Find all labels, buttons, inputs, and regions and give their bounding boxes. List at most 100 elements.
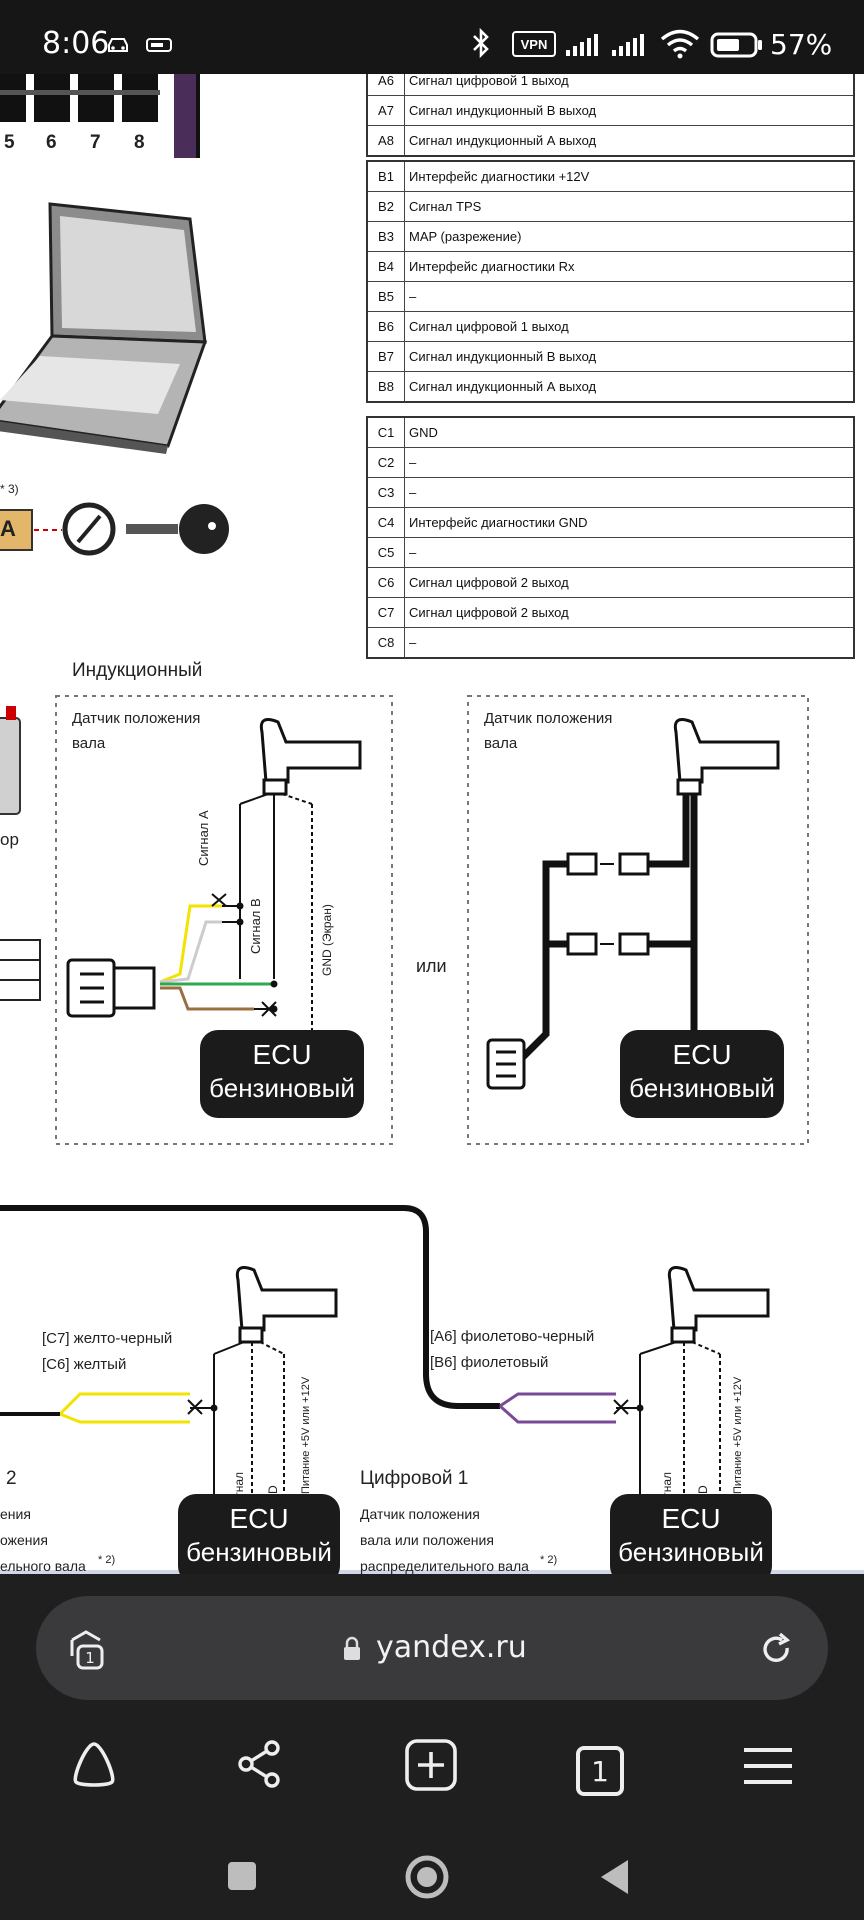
inductive-sensor-box [55,695,393,1145]
pin-desc: Сигнал цифровой 1 выход [404,74,855,96]
ecu-label: ECU [661,1503,721,1534]
ecu-sublabel: бензиновый [618,1537,764,1567]
pin-id: B2 [366,191,405,222]
menu-icon[interactable] [742,1744,794,1788]
car-icon [108,38,128,52]
new-tab-icon[interactable] [404,1738,458,1792]
ecu-sublabel: бензиновый [209,1073,355,1103]
table-row: C8– [366,627,855,659]
device-label-cut: ор [0,830,19,849]
recent-apps-button[interactable] [226,1860,258,1892]
sensor-label: Датчик положения вала [484,710,613,752]
battery-saver-icon [146,38,172,52]
battery-percent: 57% [770,28,833,61]
pin-desc: – [404,447,855,478]
wire-label-signal-b: Сигнал В [248,898,263,954]
pin-desc: Интерфейс диагностики Rx [404,251,855,282]
ecu-sublabel: бензиновый [186,1537,332,1567]
pin-desc: Сигнал индукционный В выход [404,95,855,126]
ecu-label: ECU [229,1503,289,1534]
pin-desc: – [404,537,855,568]
pin-id: C4 [366,507,405,538]
pin-id: B3 [366,221,405,252]
content-bottom-edge [0,1570,864,1574]
pin-desc: Сигнал цифровой 2 выход [404,567,855,598]
pin-id: C5 [366,537,405,568]
wire-label-signal-a: Сигнал А [196,810,211,866]
pin-number: 5 [4,132,15,153]
crank-sensor-icon [673,718,780,796]
wire-label: [B6] фиолетовый [430,1354,549,1371]
wire-label-power: Питание +5V или +12V [732,1376,744,1494]
digital2-desc-cut: ения [0,1506,31,1522]
digital1-desc: вала или положения [360,1532,494,1548]
wiring-diagram [0,74,864,1574]
pin-id: C7 [366,597,405,628]
ignition-key-illustration [0,502,229,556]
pin-id: B1 [366,160,405,192]
wire-label: [A6] фиолетово-черный [430,1328,595,1345]
pin-desc: Сигнал индукционный В выход [404,341,855,372]
pin-desc: Сигнал TPS [404,191,855,222]
share-icon[interactable] [234,1738,286,1790]
pin-number: 7 [90,132,101,153]
ecu-sublabel: бензиновый [629,1073,775,1103]
status-time: 8:06 [42,26,110,61]
status-bar: 8:06 VPN 57% [0,0,864,74]
pin-desc: – [404,627,855,659]
tab-protect-icon[interactable]: 1 [64,1626,110,1672]
pin-desc: Сигнал индукционный А выход [404,125,855,157]
back-button[interactable] [598,1858,632,1896]
signal-strength-icon [612,34,644,56]
svg-text:1: 1 [85,1649,95,1667]
digital1-note: * 2) [540,1554,558,1566]
pin-desc: Сигнал цифровой 2 выход [404,597,855,628]
address-bar[interactable]: 1 yandex.ru [36,1596,828,1700]
url-text[interactable]: yandex.ru [376,1630,527,1665]
alice-assistant-icon[interactable] [68,1738,120,1790]
pin-id: B4 [366,251,405,282]
pin-id: B5 [366,281,405,312]
pin-id: C8 [366,627,405,659]
home-button[interactable] [404,1854,450,1900]
reload-icon[interactable] [756,1630,796,1670]
inductive-wiring [66,793,313,1034]
wire-label-gnd-screen: GND (Экран) [320,904,334,976]
connector-note: * 3) [0,482,19,496]
browser-toolbar: 1 yandex.ru 1 [0,1574,864,1920]
table-row: C3– [366,477,855,508]
tab-switcher-button[interactable]: 1 [576,1746,624,1796]
wifi-icon [660,29,700,59]
pin-id: C6 [366,567,405,598]
pin-number: 6 [46,132,57,153]
lock-icon [344,1636,360,1660]
vpn-badge: VPN [512,31,556,57]
table-row: C2– [366,447,855,478]
crank-sensor-icon [259,718,362,796]
or-label: или [416,956,447,976]
pin-desc: – [404,281,855,312]
hall-sensor-box [467,695,809,1145]
pin-desc: MAP (разрежение) [404,221,855,252]
connector-pins [0,74,200,158]
hall-wiring [486,794,698,1090]
ecu-label: ECU [252,1039,312,1070]
pin-desc: – [404,477,855,508]
pin-id: C2 [366,447,405,478]
digital1-desc: Датчик положения [360,1506,480,1522]
